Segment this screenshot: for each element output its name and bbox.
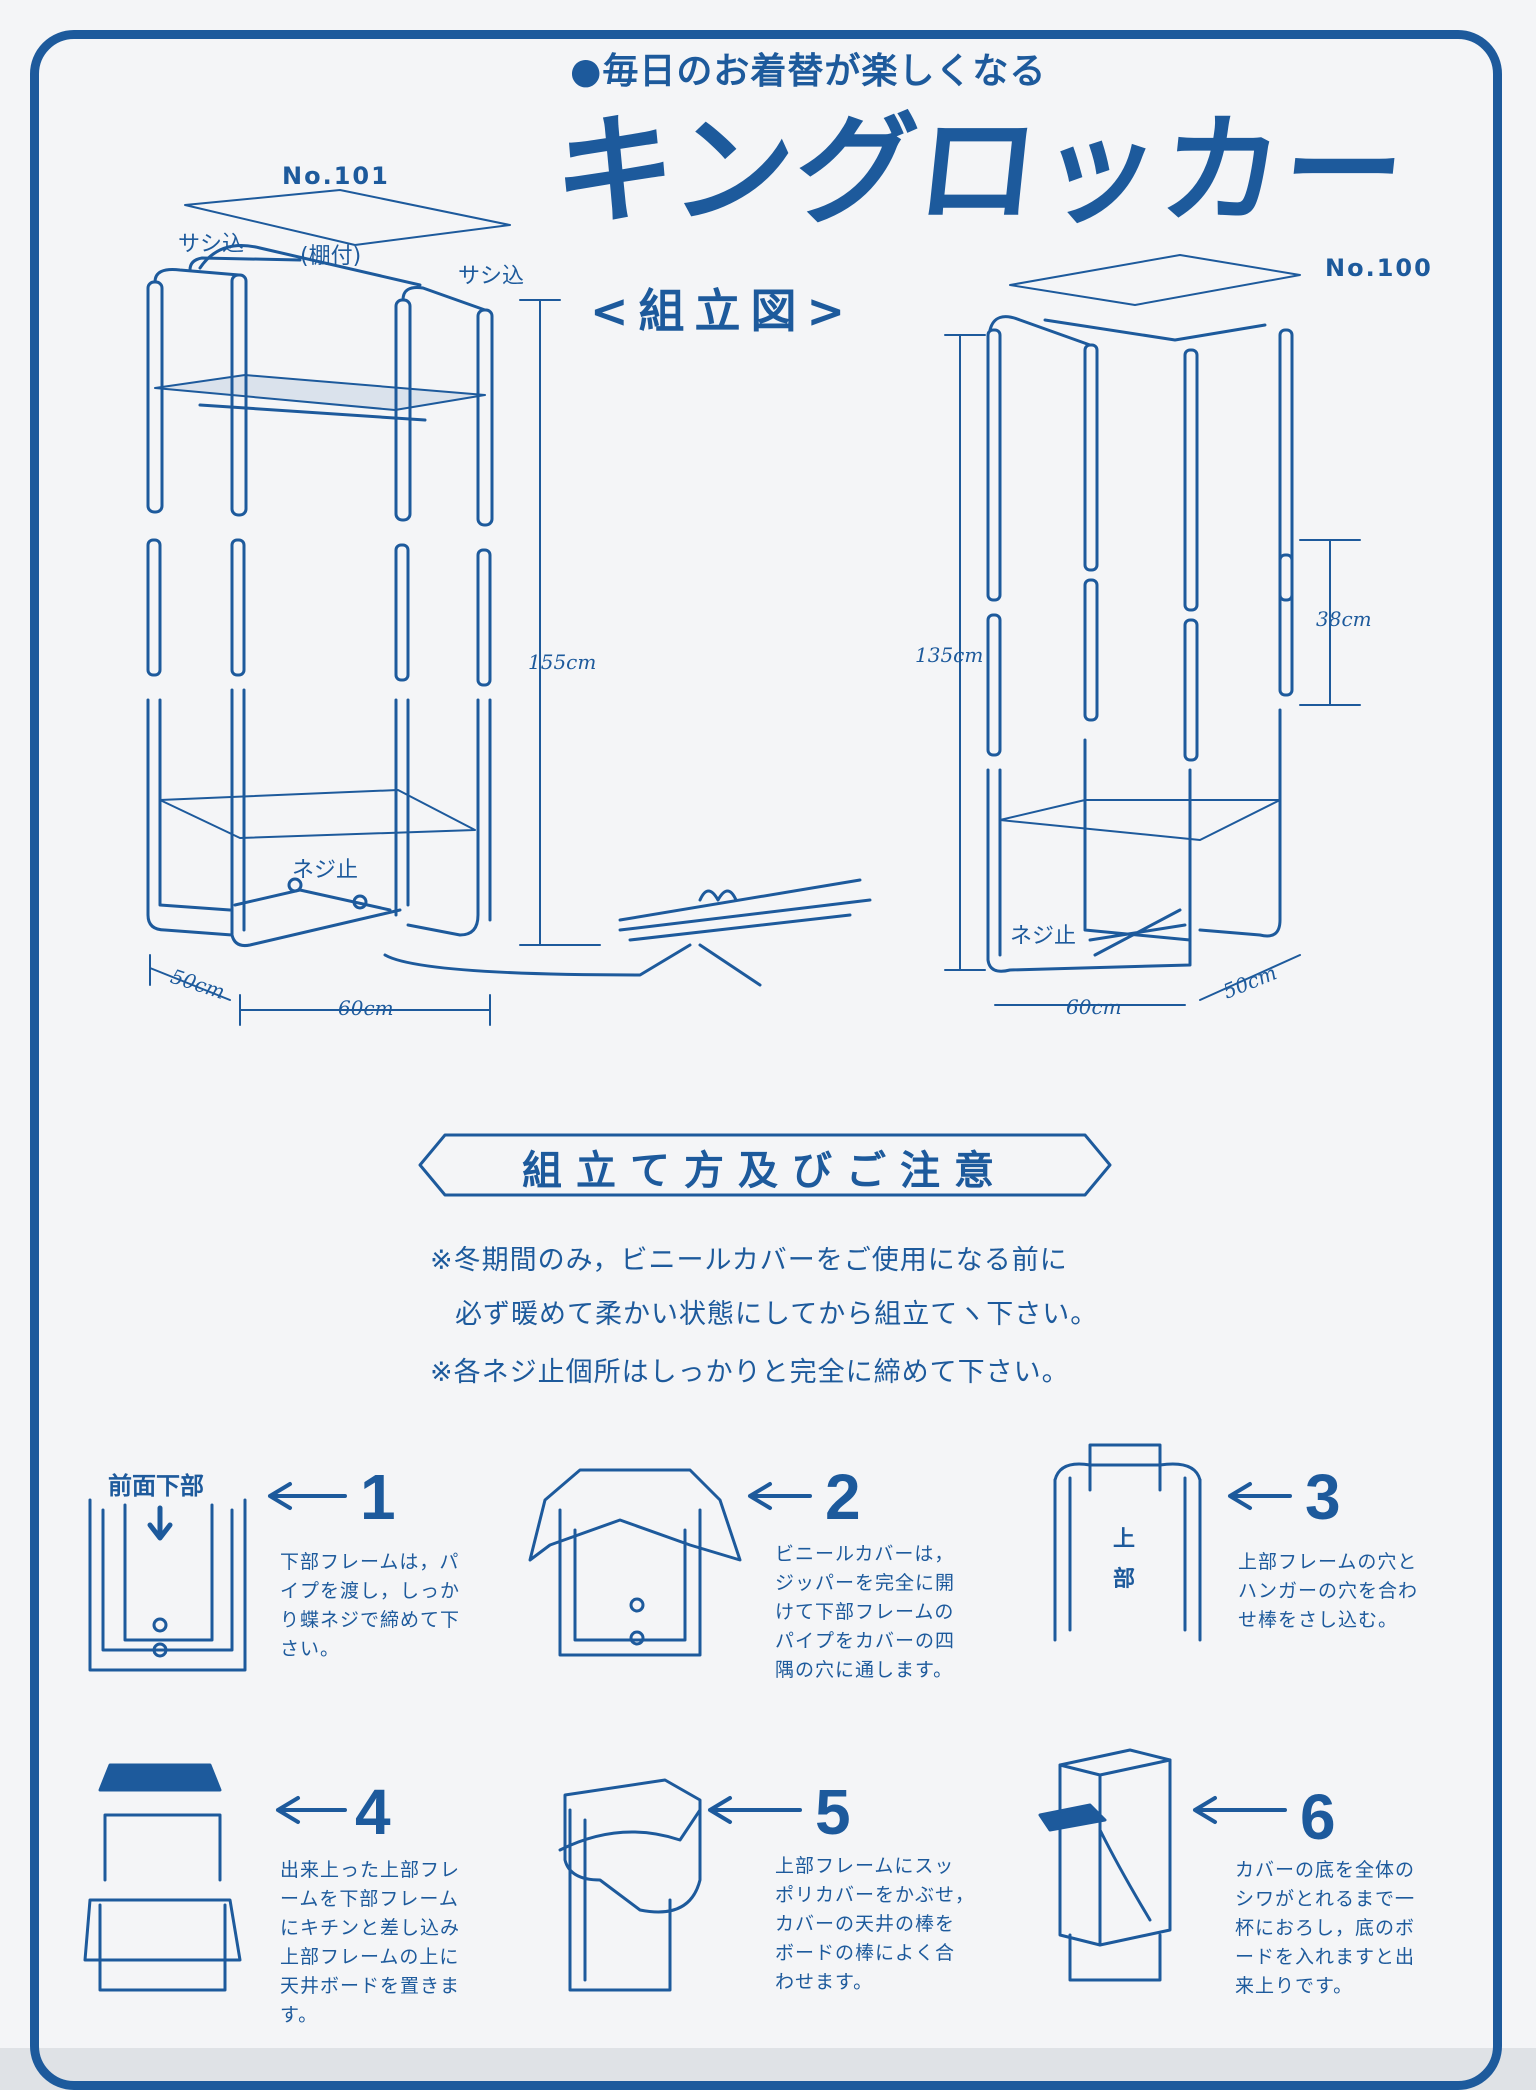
step6-text: カバーの底を全体の シワがとれるまで一 杯におろし，底のボ ードを入れますと出 …	[1235, 1859, 1416, 1997]
label-with-shelf: (棚付)	[300, 244, 362, 269]
step4-number: 4	[355, 1776, 391, 1848]
screw-label-left: ネジ止	[292, 858, 359, 883]
locker-101-drawing	[146, 189, 601, 1026]
height-155-label: 155cm	[528, 650, 597, 674]
step6-number: 6	[1300, 1781, 1336, 1853]
label-insert-left: サシ込	[178, 232, 245, 257]
locker-100-drawing	[944, 254, 1361, 1006]
width-60-right-label: 60cm	[1066, 995, 1122, 1019]
tagline: ●毎日のお着替が楽しくなる	[570, 51, 1047, 92]
screw-hardware-drawing	[383, 878, 872, 987]
step1-label: 前面下部	[108, 1472, 204, 1500]
step4-text: 出来上った上部フレ ームを下部フレーム にキチンと差し込み 上部フレームの上に …	[280, 1859, 461, 2026]
notes-title-text: 組立て方及びご注意	[522, 1148, 1008, 1194]
section-38-label: 38cm	[1316, 607, 1372, 631]
notes-title: 組立て方及びご注意	[420, 1128, 1110, 1204]
step3-label: 上部	[1113, 1527, 1136, 1592]
step5-number: 5	[815, 1776, 851, 1848]
label-insert-right: サシ込	[458, 264, 525, 289]
screw-label-right: ネジ止	[1010, 924, 1077, 949]
step1-text: 下部フレームは，パ イプを渡し，しっか り蝶ネジで締めて下 さい。	[280, 1551, 461, 1660]
width-60-left-label: 60cm	[338, 996, 394, 1020]
assembly-illustrations	[83, 189, 1361, 1992]
notes-title-frame	[418, 1133, 1112, 1197]
note-line-3: ※各ネジ止個所はしっかりと完全に締めて下さい。	[430, 1357, 1070, 1388]
note-line-2: 必ず暖めて柔かい状態にしてから組立てヽ下さい。	[455, 1299, 1099, 1330]
step3-number: 3	[1305, 1461, 1341, 1533]
step5-text: 上部フレームにスッ ポリカバーをかぶせ， カバーの天井の棒を ボードの棒によく合…	[775, 1855, 976, 1993]
step1-number: 1	[360, 1461, 396, 1533]
step-diagrams	[83, 1443, 1292, 1992]
step2-text: ビニールカバーは， ジッパーを完全に開 けて下部フレームの パイプをカバーの四 …	[775, 1543, 956, 1681]
note-line-1: ※冬期間のみ，ビニールカバーをご使用になる前に	[430, 1245, 1068, 1276]
diagram-subtitle: <組立図>	[590, 284, 856, 338]
step3-text: 上部フレームの穴と ハンガーの穴を合わ せ棒をさし込む。	[1238, 1551, 1419, 1631]
model-100-label: No.100	[1325, 254, 1433, 282]
step2-number: 2	[825, 1461, 861, 1533]
height-135-label: 135cm	[915, 643, 984, 667]
model-101-label: No.101	[282, 162, 390, 190]
